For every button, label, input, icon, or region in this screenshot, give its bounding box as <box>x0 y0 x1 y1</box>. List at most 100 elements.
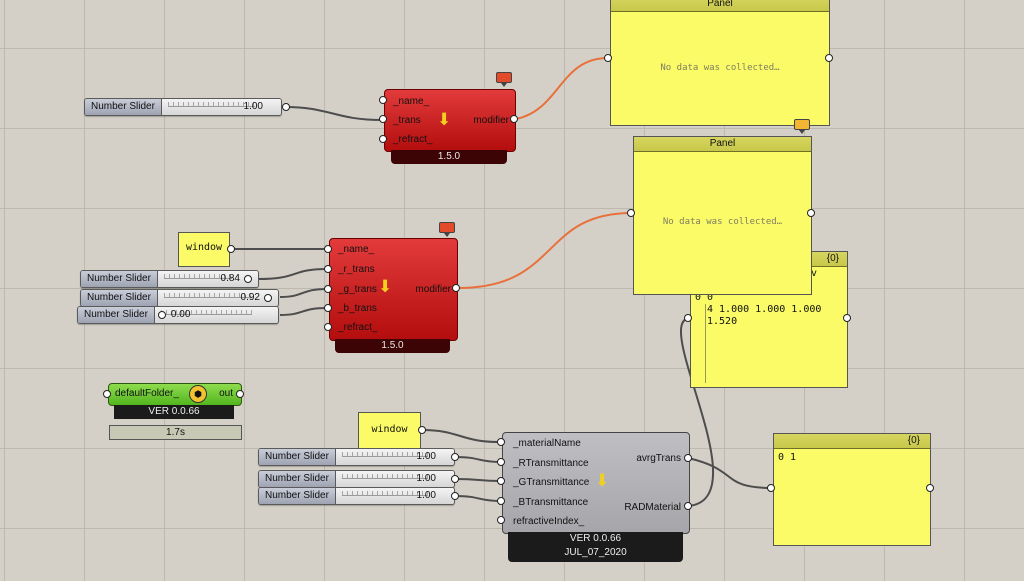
input-r-trans: _r_trans <box>338 264 375 275</box>
slider-track[interactable]: 1.00 <box>335 471 454 487</box>
slider-label: Number Slider <box>259 471 336 487</box>
panel-header: Panel <box>611 0 829 12</box>
input-port[interactable] <box>324 323 332 331</box>
panel-mid-input-port[interactable] <box>627 209 635 217</box>
input-port[interactable] <box>324 245 332 253</box>
honeybee-arrow-icon: ⬇ <box>437 110 452 129</box>
slider-value: 0.84 <box>220 273 240 284</box>
panel-row: 1.520 <box>707 316 738 327</box>
input-port[interactable] <box>497 438 505 446</box>
slider-track[interactable]: 0.84 <box>157 271 258 287</box>
slider-track[interactable]: 0.00 <box>154 307 278 323</box>
date-text: JUL_07_2020 <box>564 547 627 558</box>
slider-value: 0.00 <box>170 309 191 320</box>
panel-mid[interactable]: Panel No data was collected… <box>633 136 812 295</box>
input-port[interactable] <box>497 477 505 485</box>
number-slider[interactable]: Number Slider 1.00 <box>258 448 455 466</box>
slider-label: Number Slider <box>81 290 158 306</box>
output-rad-material: RADMaterial <box>624 502 681 513</box>
number-slider[interactable]: Number Slider 1.00 <box>258 487 455 505</box>
number-slider[interactable]: Number Slider 0.00 <box>77 306 279 324</box>
slider-value: 1.00 <box>243 101 263 112</box>
input-port[interactable] <box>324 285 332 293</box>
slider-label: Number Slider <box>259 449 336 465</box>
default-folder-component[interactable]: defaultFolder_ ⬢ out <box>108 383 242 406</box>
slider-track[interactable]: 0.92 <box>157 290 278 306</box>
wire-slider-to-g <box>279 288 328 298</box>
panel-header: Panel <box>634 137 811 152</box>
slider-knob[interactable] <box>264 294 272 302</box>
number-slider[interactable]: Number Slider 1.00 <box>84 98 282 116</box>
text-output-port[interactable] <box>227 245 235 253</box>
input-g-transmittance: _GTransmittance <box>513 477 590 488</box>
slider-output-port[interactable] <box>451 453 459 461</box>
output-out: out <box>219 388 233 399</box>
window-text-param[interactable]: window <box>358 412 421 449</box>
slider-output-port[interactable] <box>282 103 290 111</box>
modifier-component[interactable]: _name_ _r_trans _g_trans _b_trans _refra… <box>329 238 458 341</box>
output-avrg-trans: avrgTrans <box>636 453 681 464</box>
slider-output-port[interactable] <box>451 475 459 483</box>
panel-bottom[interactable]: {0} 0 1 <box>773 433 931 546</box>
number-slider[interactable]: Number Slider 1.00 <box>258 470 455 488</box>
panel-bottom-output-port[interactable] <box>926 484 934 492</box>
input-port[interactable] <box>324 265 332 273</box>
input-port[interactable] <box>497 497 505 505</box>
panel-top[interactable]: Panel No data was collected… <box>610 0 830 126</box>
slider-value: 1.00 <box>416 490 436 501</box>
output-port[interactable] <box>684 454 692 462</box>
input-default-folder: defaultFolder_ <box>115 388 179 399</box>
input-port[interactable] <box>379 96 387 104</box>
panel-tree-input-port[interactable] <box>684 314 692 322</box>
number-slider[interactable]: Number Slider 0.84 <box>80 270 259 288</box>
output-port[interactable] <box>510 115 518 123</box>
slider-knob[interactable] <box>157 311 166 319</box>
slider-label: Number Slider <box>85 99 162 115</box>
input-port[interactable] <box>497 516 505 524</box>
slider-knob[interactable] <box>244 275 252 283</box>
input-trans: _trans <box>393 115 421 126</box>
panel-top-output-port[interactable] <box>825 54 833 62</box>
slider-value: 0.92 <box>240 292 260 303</box>
slider-output-port[interactable] <box>451 492 459 500</box>
input-port[interactable] <box>324 304 332 312</box>
slider-track[interactable]: 1.00 <box>335 449 454 465</box>
slider-track[interactable]: 1.00 <box>161 99 281 115</box>
wire-slider-to-b <box>279 307 328 316</box>
slider-label: Number Slider <box>259 488 336 504</box>
input-port[interactable] <box>497 458 505 466</box>
text-output-port[interactable] <box>418 426 426 434</box>
panel-bottom-input-port[interactable] <box>767 484 775 492</box>
window-text-param[interactable]: window <box>178 232 230 267</box>
input-name: _name_ <box>338 244 375 255</box>
honeybee-arrow-icon: ⬇ <box>378 277 393 296</box>
timer-bar: 1.7s <box>109 425 242 440</box>
input-material-name: _materialName <box>513 438 581 449</box>
panel-header: {0} <box>774 434 930 449</box>
output-modifier: modifier <box>473 115 509 126</box>
wire-slider-to-r <box>257 268 328 280</box>
panel-row: 4 1.000 1.000 1.000 <box>707 304 822 315</box>
slider-track[interactable]: 1.00 <box>335 488 454 504</box>
number-slider[interactable]: Number Slider 0.92 <box>80 289 279 307</box>
honeybee-arrow-icon: ⬇ <box>595 471 610 490</box>
output-port[interactable] <box>684 502 692 510</box>
panel-partial-text: v <box>811 268 818 279</box>
input-port[interactable] <box>379 135 387 143</box>
modifier-component[interactable]: _name_ _trans _refract_ ⬇ modifier <box>384 89 516 152</box>
panel-divider <box>705 304 706 383</box>
output-port[interactable] <box>236 390 244 398</box>
message-bubble-icon <box>439 222 455 237</box>
input-r-transmittance: _RTransmittance <box>513 458 589 469</box>
panel-mid-output-port[interactable] <box>807 209 815 217</box>
output-port[interactable] <box>452 284 460 292</box>
input-port[interactable] <box>379 115 387 123</box>
message-bubble-icon <box>496 72 512 87</box>
input-port[interactable] <box>103 390 111 398</box>
radiance-material-component[interactable]: _materialName _RTransmittance _GTransmit… <box>502 432 690 534</box>
honeybee-icon: ⬢ <box>189 385 207 403</box>
version-bar: 1.5.0 <box>391 150 507 164</box>
panel-top-input-port[interactable] <box>604 54 612 62</box>
panel-tree-output-port[interactable] <box>843 314 851 322</box>
wire-slider-to-bt <box>455 495 501 502</box>
